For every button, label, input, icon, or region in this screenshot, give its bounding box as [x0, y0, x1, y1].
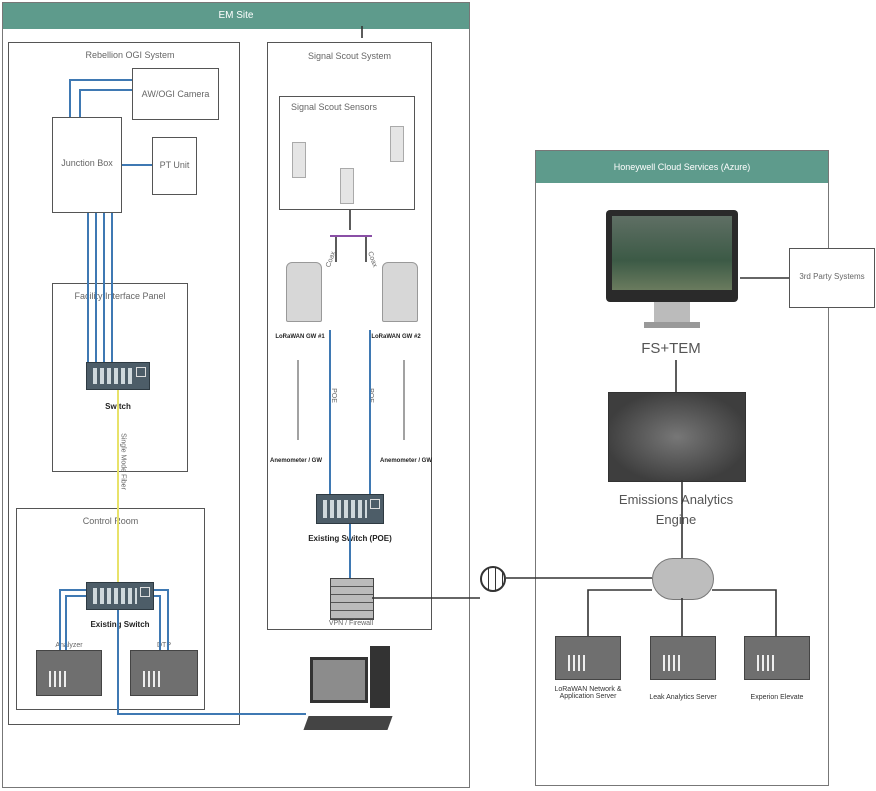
sensor-icon [340, 168, 354, 204]
gateway-2-label: LoRaWAN GW #2 [371, 334, 421, 340]
gateway-2-icon [382, 262, 418, 322]
lorawan-server-label: LoRaWAN Network & Application Server [554, 686, 622, 700]
experion-server-label: Experion Elevate [750, 694, 804, 701]
fiber-label: Single Mode Fiber [119, 433, 127, 490]
monitor-stand [654, 302, 690, 324]
analyzer-server-icon [36, 650, 102, 696]
internet-globe-icon [480, 566, 506, 592]
pt-unit-label: PT Unit [159, 160, 190, 170]
engine-label: Emissions Analytics Engine [618, 492, 734, 527]
firewall-icon [330, 578, 374, 620]
computer-tower-icon [370, 646, 390, 708]
third-party-box [789, 248, 875, 308]
analyzer-server-label: Analyzer [55, 642, 83, 649]
monitor-screen [612, 216, 732, 290]
junction-box [52, 117, 122, 213]
fstem-label: FS+TEM [641, 340, 701, 357]
engine-image [608, 392, 746, 482]
cloud-icon [652, 558, 714, 600]
cloud-services-header: Honeywell Cloud Services (Azure) [536, 151, 828, 183]
monitor-base [644, 322, 700, 328]
dtp-server-icon [130, 650, 198, 696]
em-site-header: EM Site [3, 3, 469, 29]
control-room-switch-label: Existing Switch [90, 620, 150, 629]
facility-panel-box [52, 283, 188, 472]
anemometer-2-label: Anemometer / GW [379, 458, 432, 464]
signal-scout-title: Signal Scout System [307, 51, 392, 61]
poe-switch-icon [316, 494, 384, 524]
facility-panel-label: Facility Interface Panel [74, 291, 166, 301]
lorawan-server-icon [555, 636, 621, 680]
computer-icon [310, 657, 368, 703]
camera-label: AW/OGI Camera [141, 89, 210, 99]
control-room-label: Control Room [82, 516, 139, 526]
firewall-label: VPN / Firewall [328, 620, 374, 627]
facility-switch-icon [86, 362, 150, 390]
experion-server-icon [744, 636, 810, 680]
leak-server-label: Leak Analytics Server [649, 694, 717, 701]
control-room-switch-icon [86, 582, 154, 610]
dtp-server-label: DTP [157, 642, 171, 649]
rebellion-system-title: Rebellion OGI System [85, 50, 175, 60]
gateway-1-label: LoRaWAN GW #1 [275, 334, 325, 340]
anemometer-1-label: Anemometer / GW [269, 458, 322, 464]
sensor-icon [292, 142, 306, 178]
sensors-label: Signal Scout Sensors [290, 102, 378, 112]
gateway-1-icon [286, 262, 322, 322]
leak-server-icon [650, 636, 716, 680]
junction-box-label: Junction Box [61, 158, 113, 168]
third-party-label: 3rd Party Systems [799, 272, 865, 281]
sensor-icon [390, 126, 404, 162]
camera-box [132, 68, 219, 120]
pt-unit-box [152, 137, 197, 195]
